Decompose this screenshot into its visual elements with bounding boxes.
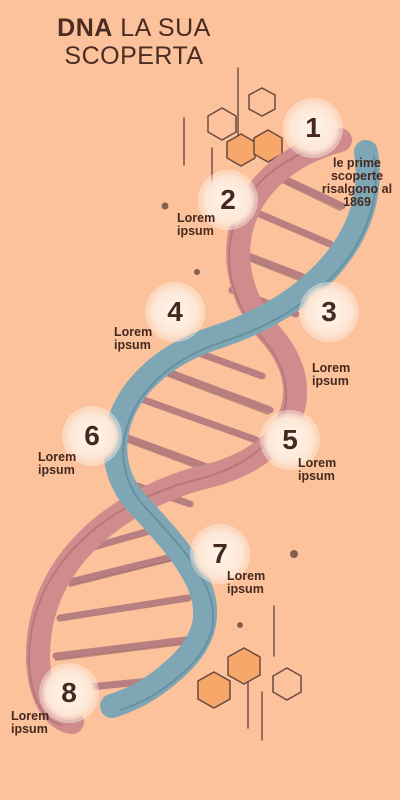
step-number-1: 1 [305, 112, 321, 143]
step-number-6: 6 [84, 420, 100, 451]
step-number-8: 8 [61, 677, 77, 708]
step-marker-6: 6 [65, 409, 119, 463]
step-label-1: le prime scoperte risalgono al 1869 [321, 156, 393, 209]
page-title: DNA LA SUA SCOPERTA [0, 14, 268, 70]
title-rest: LA SUA [120, 14, 211, 42]
step-label-5: Lorem ipsum [298, 456, 337, 483]
step-number-2: 2 [220, 184, 236, 215]
hexagon-cluster-bottom [197, 647, 302, 709]
step-number-4: 4 [167, 296, 183, 327]
step-label-8: Lorem ipsum [11, 709, 50, 736]
step-marker-2: 2 [201, 173, 255, 227]
dna-strand-red-edge [27, 142, 332, 726]
step-marker-5: 5 [263, 413, 317, 467]
step-label-3: Lorem ipsum [312, 361, 351, 388]
title-bold: DNA [57, 14, 113, 42]
dna-strand-red [25, 128, 352, 734]
title-line2: SCOPERTA [64, 42, 204, 70]
step-marker-4: 4 [148, 285, 202, 339]
step-label-7: Lorem ipsum [227, 569, 266, 596]
step-number-5: 5 [282, 424, 298, 455]
hexagon-cluster-top [207, 87, 283, 167]
step-label-2: Lorem ipsum [177, 211, 216, 238]
step-marker-7: 7 [193, 527, 247, 581]
step-number-7: 7 [212, 538, 228, 569]
step-label-6: Lorem ipsum [38, 450, 77, 477]
step-marker-3: 3 [302, 285, 356, 339]
decor-lines [183, 67, 275, 741]
decor-dots [161, 202, 298, 628]
step-marker-8: 8 [42, 666, 96, 720]
dna-strand-blue [100, 140, 380, 718]
step-label-4: Lorem ipsum [114, 325, 153, 352]
step-number-3: 3 [321, 296, 337, 327]
step-marker-1: 1 [286, 101, 340, 155]
